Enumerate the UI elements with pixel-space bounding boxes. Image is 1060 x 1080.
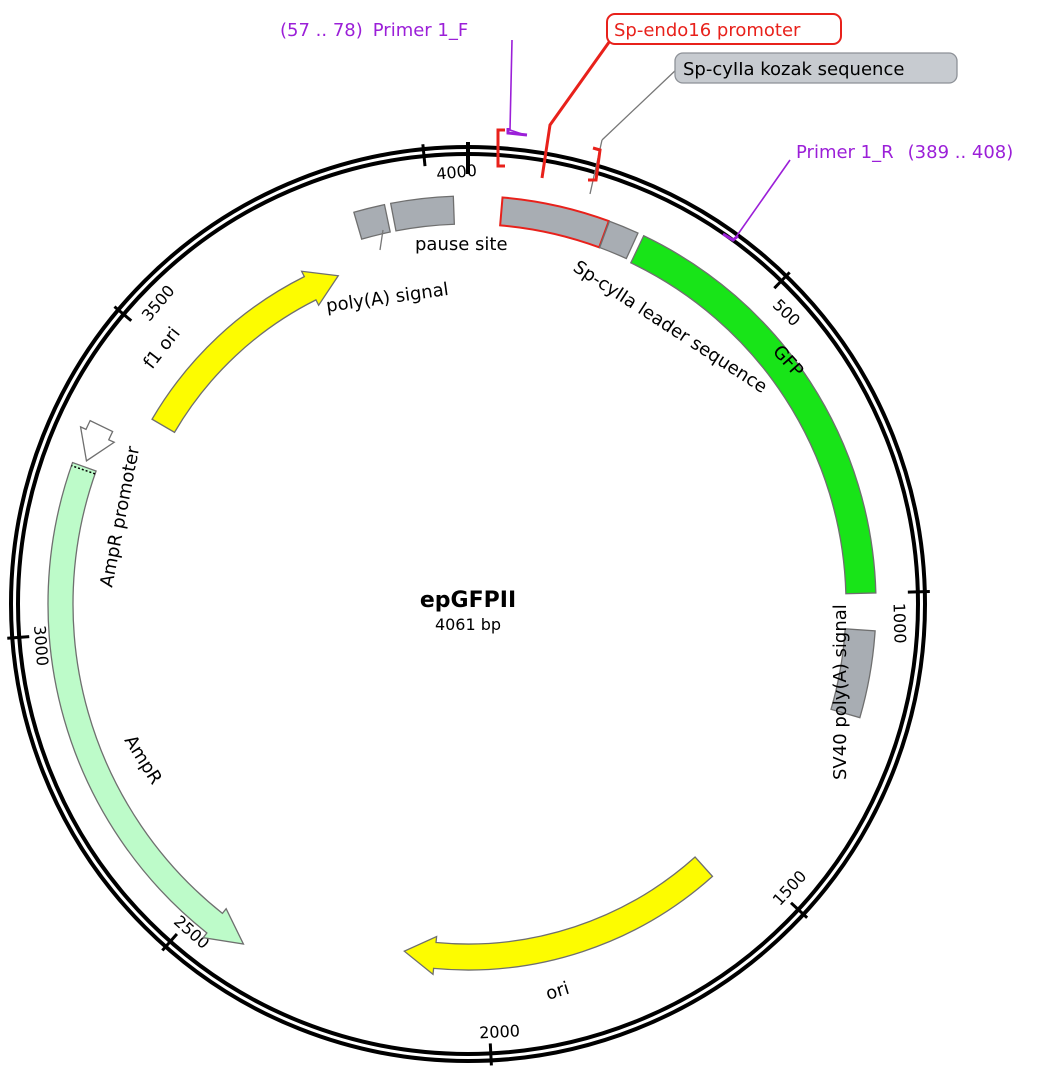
feature-polya-signal <box>353 203 391 240</box>
label-ori: ori <box>543 978 572 1005</box>
tick-3500 <box>113 305 133 322</box>
feature-sv40-polya <box>830 628 876 719</box>
primer-1-f: (57 .. 78)Primer 1_F <box>280 20 528 137</box>
plasmid-title: epGFPII <box>420 588 516 613</box>
tick-2000 <box>488 1043 493 1066</box>
tick-4000 <box>421 144 427 167</box>
tick-label-3000: 3000 <box>30 625 52 667</box>
tick-1500 <box>789 901 809 919</box>
kozak-callout-leader <box>601 67 679 141</box>
sp-endo16-callout: Sp-endo16 promoter <box>496 13 842 182</box>
primer-1-f-bracket <box>506 128 528 137</box>
tick-label-2000: 2000 <box>479 1021 521 1042</box>
tick-2500 <box>161 932 179 952</box>
feature-f1-ori <box>151 270 340 434</box>
primer-1-r-leader <box>735 159 791 238</box>
feature-sp-cyiia-kozak <box>598 220 639 260</box>
polya-leader-line <box>379 229 384 251</box>
kozak-callout: Sp-cyIIa kozak sequence <box>674 52 958 84</box>
label-ampr: AmpR <box>120 732 166 789</box>
plasmid-length: 4061 bp <box>435 615 501 634</box>
sp-endo16-bracket-right <box>588 146 602 182</box>
feature-pause-site <box>389 195 456 232</box>
kozak-label: Sp-cyIIa kozak sequence <box>683 59 904 80</box>
tick-label-4000: 4000 <box>435 161 477 184</box>
feature-sp-endo16-promoter <box>499 196 611 249</box>
feature-gfp <box>629 234 877 595</box>
primer-1-r-bracket <box>722 232 739 242</box>
kozak-label-box <box>674 52 958 84</box>
feature-ampr-promoter <box>79 419 116 462</box>
tick-label-3500: 3500 <box>138 281 179 324</box>
label-f1-ori: f1 ori <box>139 323 184 373</box>
feature-ampr <box>47 461 245 945</box>
feature-glyphs <box>47 195 877 976</box>
tick-1000 <box>907 589 930 594</box>
label-pause-site: pause site <box>415 234 508 255</box>
ampr-dotted-marker <box>71 464 96 475</box>
sp-endo16-leader <box>540 37 614 179</box>
primer-1-f-leader <box>509 39 526 136</box>
primer-1-r: Primer 1_R(389 .. 408) <box>722 142 1013 242</box>
tick-3000 <box>7 635 30 640</box>
sp-endo16-label: Sp-endo16 promoter <box>614 20 801 41</box>
label-ampr-promoter: AmpR promoter <box>96 444 144 589</box>
tick-label-1000: 1000 <box>890 603 910 644</box>
label-polya-signal: poly(A) signal <box>325 279 450 317</box>
primer-1-f-label: (57 .. 78)Primer 1_F <box>280 20 468 41</box>
sp-endo16-bracket-left <box>496 128 505 168</box>
label-sv40-polya: SV40 poly(A) signal <box>830 604 851 780</box>
primer-1-r-label: Primer 1_R(389 .. 408) <box>796 142 1013 163</box>
sp-endo16-label-box <box>606 13 842 45</box>
tick-500 <box>773 271 791 290</box>
feature-ori <box>403 856 714 976</box>
